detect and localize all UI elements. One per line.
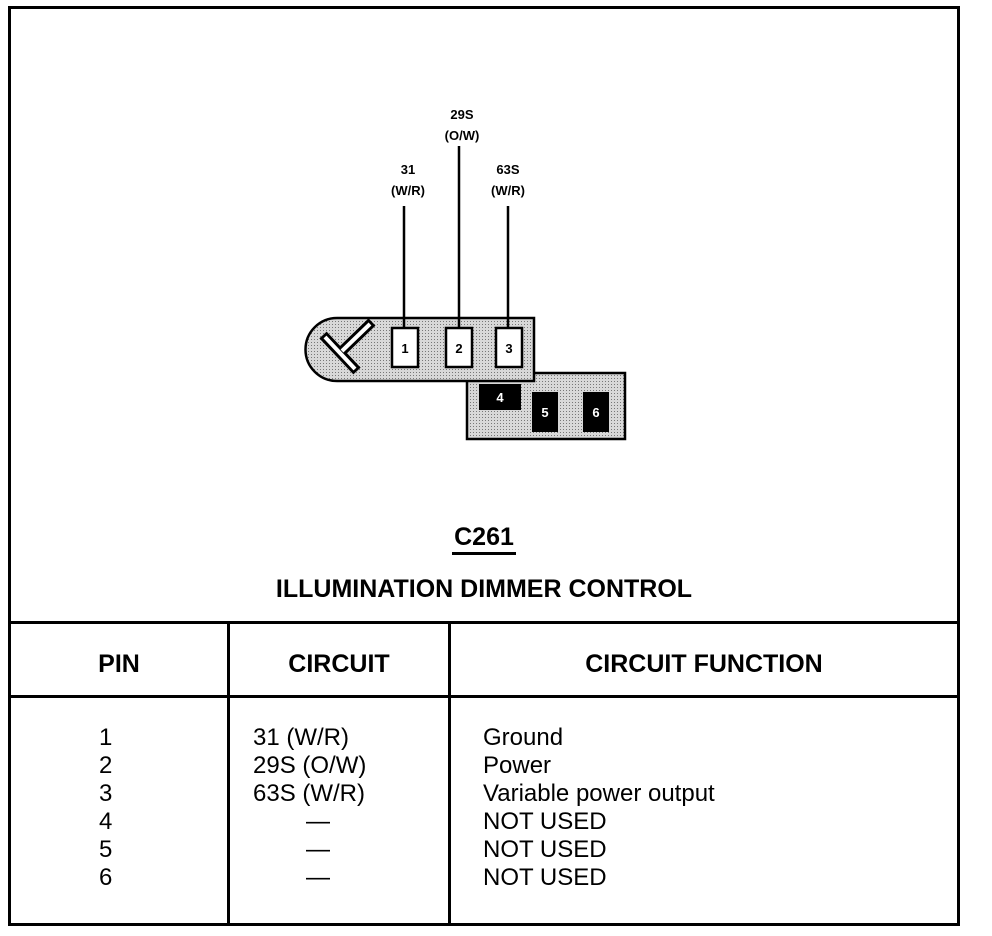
connector-diagram: 31 (W/R) 29S (O/W) 63S (W/R) 1 2 3 4 5 6 [304, 107, 627, 441]
table-row-function: NOT USED [483, 808, 607, 835]
component-name: ILLUMINATION DIMMER CONTROL [275, 575, 693, 603]
terminal-2-label: 2 [455, 341, 462, 356]
table-row-function: NOT USED [483, 864, 607, 891]
table-row-pin: 4 [99, 808, 113, 835]
table-row-circuit: — [306, 864, 330, 891]
table-row-pin: 6 [99, 864, 113, 891]
diagram-frame: 31 (W/R) 29S (O/W) 63S (W/R) 1 2 3 4 5 6… [8, 6, 960, 926]
table-row-circuit: — [306, 836, 330, 863]
terminal-3 [494, 326, 524, 369]
terminal-5 [532, 392, 558, 432]
connector-id-text: C261 [452, 523, 516, 555]
table-row-circuit: 63S (W/R) [253, 780, 366, 807]
table-row-function: Power [483, 752, 552, 779]
table-row-pin: 1 [99, 724, 113, 751]
wire-label-63s-circuit: 63S [496, 162, 519, 177]
pin-column: 1 2 3 4 5 6 [99, 724, 112, 892]
wire-label-31-color: (W/R) [391, 183, 425, 198]
connector-key-icon-inner [323, 322, 372, 371]
terminal-5-label: 5 [541, 405, 548, 420]
table-row-circuit: 31 (W/R) [253, 724, 349, 751]
table-row-circuit: — [306, 808, 330, 835]
terminal-4-label: 4 [496, 390, 504, 405]
terminal-3-label: 3 [505, 341, 512, 356]
table-row-function: Ground [483, 724, 564, 751]
terminal-2 [444, 326, 474, 369]
function-column: Ground Power Variable power output NOT U… [483, 724, 715, 892]
wire-label-63s-color: (W/R) [491, 183, 525, 198]
table-row-pin: 2 [99, 752, 113, 779]
column-divider-1 [227, 624, 230, 926]
circuit-column: 31 (W/R) 29S (O/W) 63S (W/R) — — — [253, 724, 366, 892]
connector-id: C261 [11, 523, 957, 555]
terminal-6 [583, 392, 609, 432]
table-row-circuit: 29S (O/W) [253, 752, 367, 779]
header-divider [11, 695, 957, 698]
wire-label-31-circuit: 31 [401, 162, 415, 177]
header-circuit: CIRCUIT [288, 650, 390, 678]
terminal-1-label: 1 [401, 341, 408, 356]
terminal-6-label: 6 [592, 405, 599, 420]
table-row-function: Variable power output [483, 780, 715, 807]
column-divider-2 [448, 624, 451, 926]
terminal-4 [479, 384, 521, 410]
wire-label-29s-circuit: 29S [450, 107, 473, 122]
header-circuit-function: CIRCUIT FUNCTION [585, 650, 823, 678]
wire-label-29s-color: (O/W) [445, 128, 480, 143]
header-pin: PIN [98, 650, 140, 678]
pin-table: PIN CIRCUIT CIRCUIT FUNCTION 1 2 3 4 5 6… [11, 621, 957, 926]
table-row-pin: 3 [99, 780, 113, 807]
table-row-pin: 5 [99, 836, 113, 863]
terminal-1 [390, 326, 420, 369]
table-row-function: NOT USED [483, 836, 607, 863]
